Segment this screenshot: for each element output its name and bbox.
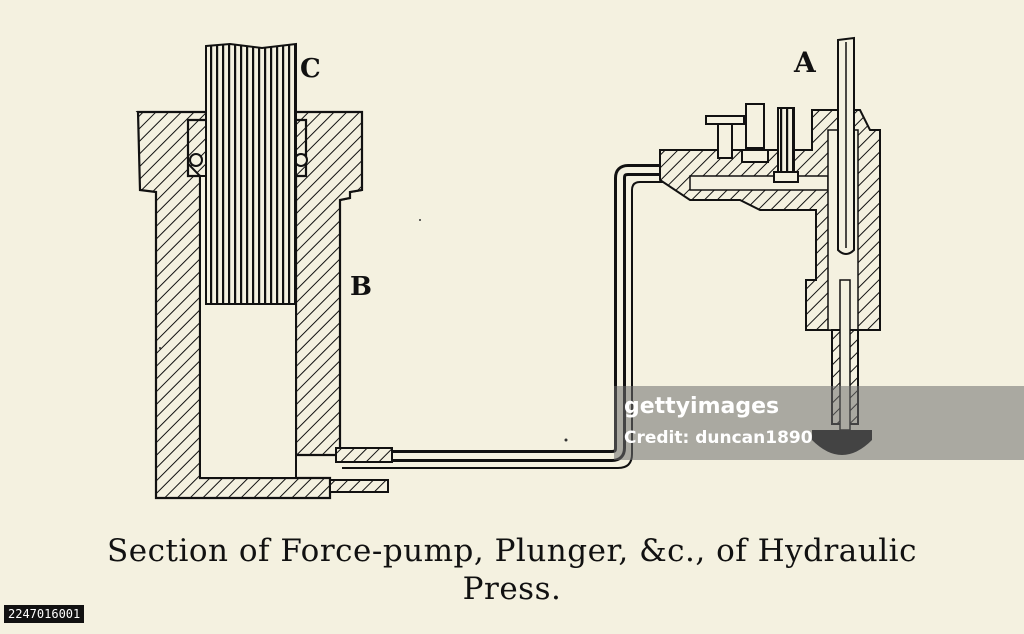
- label-c: C: [300, 54, 321, 84]
- paper-specks: [159, 219, 568, 442]
- watermark-brand: gettyimages: [624, 394, 780, 419]
- label-a: A: [794, 46, 816, 79]
- ram-plunger: [205, 42, 297, 305]
- watermark: gettyimages Credit: duncan1890: [614, 386, 1024, 460]
- image-id-badge: 2247016001: [4, 605, 85, 623]
- caption: Section of Force-pump, Plunger, &c., of …: [0, 532, 1024, 608]
- caption-line-1: Section of Force-pump, Plunger, &c., of …: [107, 533, 917, 569]
- caption-line-2: Press.: [462, 571, 562, 607]
- label-b: B: [350, 272, 372, 302]
- watermark-credit: Credit: duncan1890: [624, 428, 813, 448]
